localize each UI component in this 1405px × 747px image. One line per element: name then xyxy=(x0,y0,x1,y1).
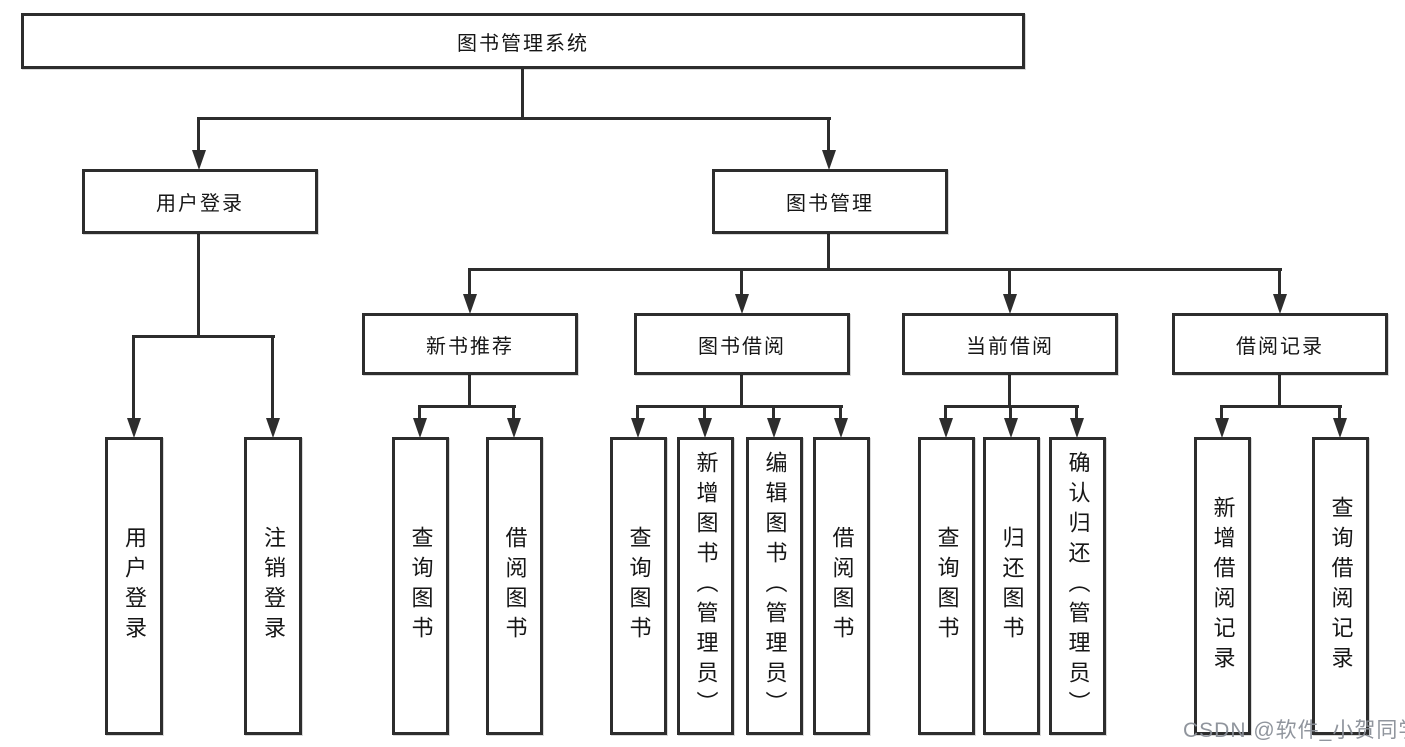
arrow-down-icon xyxy=(192,150,206,170)
connector-line xyxy=(197,117,831,120)
connector-line xyxy=(740,269,743,296)
connector-line xyxy=(197,234,200,338)
arrow-down-icon xyxy=(1333,418,1347,438)
leaf-label: 新增图书（管理员） xyxy=(693,451,719,721)
connector-line xyxy=(636,405,843,408)
connector-line xyxy=(132,335,275,338)
arrow-down-icon xyxy=(822,150,836,170)
leaf-label: 确认归还（管理员） xyxy=(1065,451,1091,721)
arrow-down-icon xyxy=(127,418,141,438)
node-book-borrow: 图书借阅 xyxy=(634,313,850,375)
connector-line xyxy=(839,406,842,420)
node-user-login-branch: 用户登录 xyxy=(82,169,318,234)
arrow-down-icon xyxy=(767,418,781,438)
connector-line xyxy=(1278,375,1281,408)
connector-line xyxy=(132,336,135,420)
leaf-logout: 注销登录 xyxy=(244,437,302,735)
leaf-label: 查询图书 xyxy=(626,526,652,646)
connector-line xyxy=(1220,405,1342,408)
connector-line xyxy=(1338,406,1341,420)
connector-line xyxy=(636,406,639,420)
arrow-down-icon xyxy=(266,418,280,438)
connector-line xyxy=(271,336,274,420)
leaf-label: 查询借阅记录 xyxy=(1328,496,1354,676)
connector-line xyxy=(772,406,775,420)
connector-line xyxy=(468,268,1282,271)
node-new-book-recommend: 新书推荐 xyxy=(362,313,578,375)
connector-line xyxy=(1008,269,1011,296)
connector-line xyxy=(418,405,516,408)
connector-line xyxy=(512,406,515,420)
arrow-down-icon xyxy=(1215,418,1229,438)
arrow-down-icon xyxy=(631,418,645,438)
arrow-down-icon xyxy=(507,418,521,438)
node-current-borrow: 当前借阅 xyxy=(902,313,1118,375)
arrow-down-icon xyxy=(413,418,427,438)
node-borrow-records: 借阅记录 xyxy=(1172,313,1388,375)
arrow-down-icon xyxy=(939,418,953,438)
connector-line xyxy=(703,406,706,420)
connector-line xyxy=(740,375,743,408)
arrow-down-icon xyxy=(834,418,848,438)
leaf-label: 归还图书 xyxy=(999,526,1025,646)
connector-line xyxy=(1220,406,1223,420)
leaf-label: 注销登录 xyxy=(261,526,286,646)
connector-line xyxy=(521,69,524,120)
leaf-query-books-current: 查询图书 xyxy=(918,437,975,735)
arrow-down-icon xyxy=(1273,294,1287,314)
leaf-return-books: 归还图书 xyxy=(983,437,1040,735)
leaf-label: 新增借阅记录 xyxy=(1210,496,1236,676)
leaf-borrow-books-recommend: 借阅图书 xyxy=(486,437,543,735)
leaf-query-books-borrow: 查询图书 xyxy=(610,437,667,735)
connector-line xyxy=(197,118,200,153)
arrow-down-icon xyxy=(1004,418,1018,438)
connector-line xyxy=(827,118,830,153)
connector-line xyxy=(468,375,471,408)
leaf-edit-book-admin: 编辑图书（管理员） xyxy=(746,437,803,735)
leaf-borrow-books: 借阅图书 xyxy=(813,437,870,735)
node-book-management: 图书管理 xyxy=(712,169,948,234)
arrow-down-icon xyxy=(1003,294,1017,314)
leaf-confirm-return-admin: 确认归还（管理员） xyxy=(1049,437,1106,735)
arrow-down-icon xyxy=(1070,418,1084,438)
connector-line xyxy=(827,234,830,271)
arrow-down-icon xyxy=(463,294,477,314)
node-system-root: 图书管理系统 xyxy=(21,13,1025,69)
connector-line xyxy=(944,406,947,420)
leaf-add-book-admin: 新增图书（管理员） xyxy=(677,437,734,735)
leaf-label: 用户登录 xyxy=(122,526,147,646)
connector-line xyxy=(1278,269,1281,296)
connector-line xyxy=(1008,375,1011,408)
leaf-query-books-recommend: 查询图书 xyxy=(392,437,449,735)
leaf-label: 编辑图书（管理员） xyxy=(762,451,788,721)
connector-line xyxy=(418,406,421,420)
leaf-label: 借阅图书 xyxy=(502,526,528,646)
leaf-add-borrow-record: 新增借阅记录 xyxy=(1194,437,1251,735)
connector-line xyxy=(468,269,471,296)
arrow-down-icon xyxy=(698,418,712,438)
leaf-user-login: 用户登录 xyxy=(105,437,163,735)
leaf-label: 查询图书 xyxy=(408,526,434,646)
leaf-label: 借阅图书 xyxy=(829,526,855,646)
arrow-down-icon xyxy=(735,294,749,314)
connector-line xyxy=(1009,406,1012,420)
leaf-label: 查询图书 xyxy=(934,526,960,646)
leaf-query-borrow-record: 查询借阅记录 xyxy=(1312,437,1369,735)
connector-line xyxy=(1075,406,1078,420)
watermark: CSDN @软件_小贺同学 xyxy=(1183,719,1405,742)
